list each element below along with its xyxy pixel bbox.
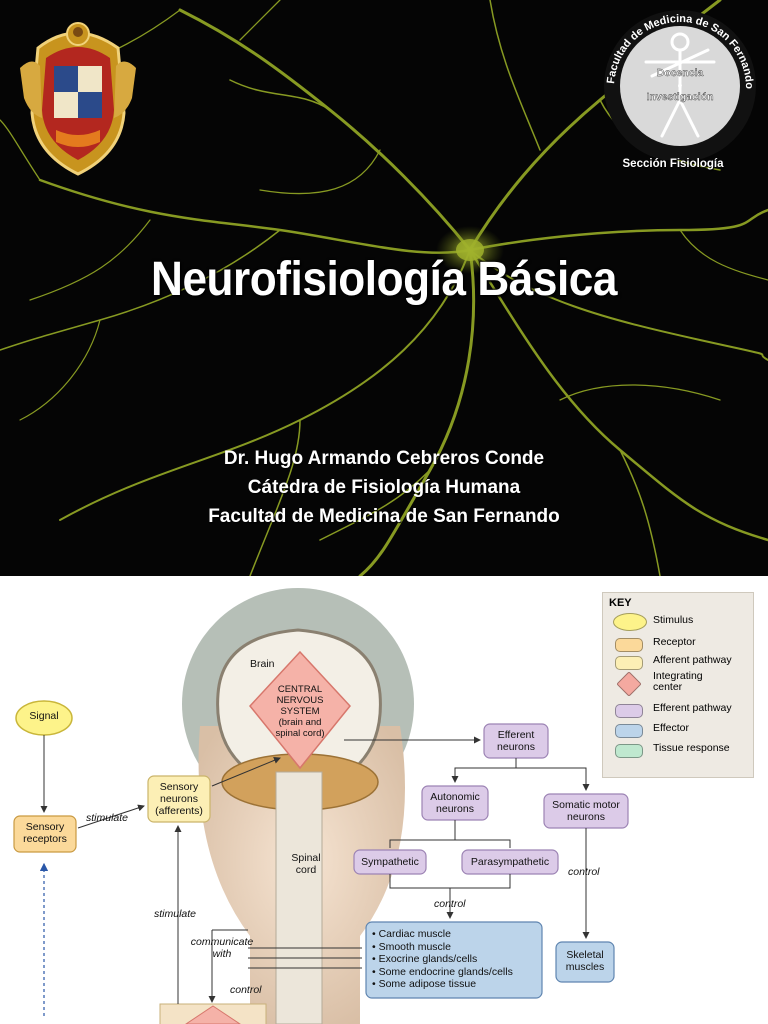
key-item: Afferent pathway — [615, 653, 755, 671]
spinal-cord-label: Spinal cord — [286, 852, 326, 876]
cns-label: CENTRAL NERVOUS SYSTEM (brain and spinal… — [260, 684, 340, 739]
somatic-line-2: neurons — [567, 811, 605, 823]
control-label-1: control — [434, 898, 466, 910]
key-swatch — [615, 724, 643, 738]
key-swatch — [615, 744, 643, 758]
effector-item: • Some endocrine glands/cells — [372, 965, 513, 978]
autonomic-line-2: neurons — [436, 803, 474, 815]
autonomic-neurons-node: Autonomic neurons — [422, 791, 488, 815]
diagram-artwork — [13, 588, 629, 1024]
communicate-with-label: communicate with — [182, 936, 262, 960]
effector-item: • Exocrine glands/cells — [372, 953, 478, 965]
key-swatch — [615, 704, 643, 718]
cns-line-5: spinal cord) — [275, 728, 325, 739]
logo-investigacion: Investigación — [646, 91, 713, 103]
key-item: Stimulus — [613, 613, 755, 631]
somatic-line-1: Somatic motor — [552, 799, 620, 811]
efferent-line-2: neurons — [497, 741, 535, 753]
sensory-receptors-shape — [13, 815, 77, 853]
cns-line-2: NERVOUS — [276, 695, 324, 706]
skeletal-muscles-node: Skeletal muscles — [556, 949, 614, 973]
key-item: Effector — [615, 721, 755, 739]
department-name: Cátedra de Fisiología Humana — [247, 477, 521, 498]
sensory-neurons-shape — [147, 775, 211, 823]
effectors-shape — [365, 921, 543, 999]
spinal-line-1: Spinal — [291, 852, 321, 864]
brain-label: Brain — [250, 658, 275, 670]
key-title: KEY — [609, 597, 632, 609]
sensory-neurons-line-1: Sensory — [159, 781, 199, 793]
communicate-line-1: communicate — [190, 936, 254, 948]
bottom-diamond-shape — [185, 1005, 241, 1024]
skeletal-muscles-shape — [555, 941, 615, 983]
control-label-2: control — [568, 866, 600, 878]
neuron-background-image — [0, 0, 768, 576]
key-label: Integrating center — [653, 670, 703, 693]
stimulate-label-1: stimulate — [86, 812, 129, 824]
efferent-neurons-node: Efferent neurons — [484, 729, 548, 753]
key-label: Efferent pathway — [653, 702, 732, 714]
key-item: Tissue response — [615, 741, 755, 759]
sensory-neurons-line-3: (afferents) — [155, 805, 203, 817]
key-swatch — [615, 656, 643, 670]
cns-line-4: (brain and — [278, 717, 322, 728]
effectors-list: • Cardiac muscle • Smooth muscle • Exocr… — [372, 928, 513, 991]
skeletal-line-1: Skeletal — [566, 949, 604, 961]
effector-item: • Cardiac muscle — [372, 928, 451, 940]
key-label: Tissue response — [653, 742, 730, 754]
spinal-cord-shape — [275, 771, 323, 1024]
somatic-motor-node: Somatic motor neurons — [544, 799, 628, 823]
sensory-receptors-node: Sensory receptors — [14, 821, 76, 845]
skeletal-line-2: muscles — [565, 961, 605, 973]
sensory-neurons-node: Sensory neurons (afferents) — [148, 781, 210, 817]
effector-item: • Some adipose tissue — [372, 978, 477, 990]
receptors-line-1: Sensory — [25, 821, 65, 833]
key-label: Afferent pathway — [653, 654, 732, 666]
cns-diamond — [249, 650, 351, 770]
key-item: Integrating center — [615, 670, 755, 697]
cns-line-1: CENTRAL — [277, 684, 323, 695]
spinal-line-2: cord — [295, 864, 317, 876]
university-crest-icon — [20, 22, 136, 176]
author-name: Dr. Hugo Armando Cebreros Conde — [223, 448, 545, 469]
autonomic-line-1: Autonomic — [430, 791, 480, 803]
communicate-line-2: with — [212, 948, 232, 960]
logo-docencia: Docencia — [657, 67, 704, 79]
key-swatch — [613, 613, 647, 631]
control-label-3: control — [230, 984, 262, 996]
faculty-name: Facultad de Medicina de San Fernando — [208, 506, 560, 527]
slide-title: Neurofisiología Básica — [151, 253, 617, 306]
receptors-line-2: receptors — [23, 833, 67, 845]
key-item: Efferent pathway — [615, 701, 755, 719]
logo-e: e — [678, 81, 683, 90]
key-label: Effector — [653, 722, 689, 734]
logo-caption: Sección Fisiología — [622, 158, 724, 170]
faculty-seal-icon: Facultad de Medicina de San Fernando Doc… — [604, 10, 756, 160]
author-block: Dr. Hugo Armando Cebreros Conde Cátedra … — [0, 444, 768, 531]
sensory-neurons-line-2: neurons — [160, 793, 198, 805]
key-swatch — [616, 671, 642, 697]
key-label: Receptor — [653, 636, 696, 648]
key-item: Receptor — [615, 635, 755, 653]
key-swatch — [615, 638, 643, 652]
efferent-line-1: Efferent — [497, 729, 535, 741]
stimulate-label-2: stimulate — [154, 908, 197, 920]
title-slide: Facultad de Medicina de San Fernando Doc… — [0, 0, 768, 576]
cns-line-3: SYSTEM — [280, 706, 320, 717]
effector-item: • Smooth muscle — [372, 940, 451, 953]
key-label: Stimulus — [653, 614, 694, 626]
sympathetic-node: Sympathetic — [361, 856, 419, 868]
signal-node: Signal — [29, 710, 59, 722]
nervous-system-diagram: Brain CENTRAL NERVOUS SYSTEM (brain and … — [0, 576, 768, 1024]
parasympathetic-node: Parasympathetic — [470, 856, 550, 868]
